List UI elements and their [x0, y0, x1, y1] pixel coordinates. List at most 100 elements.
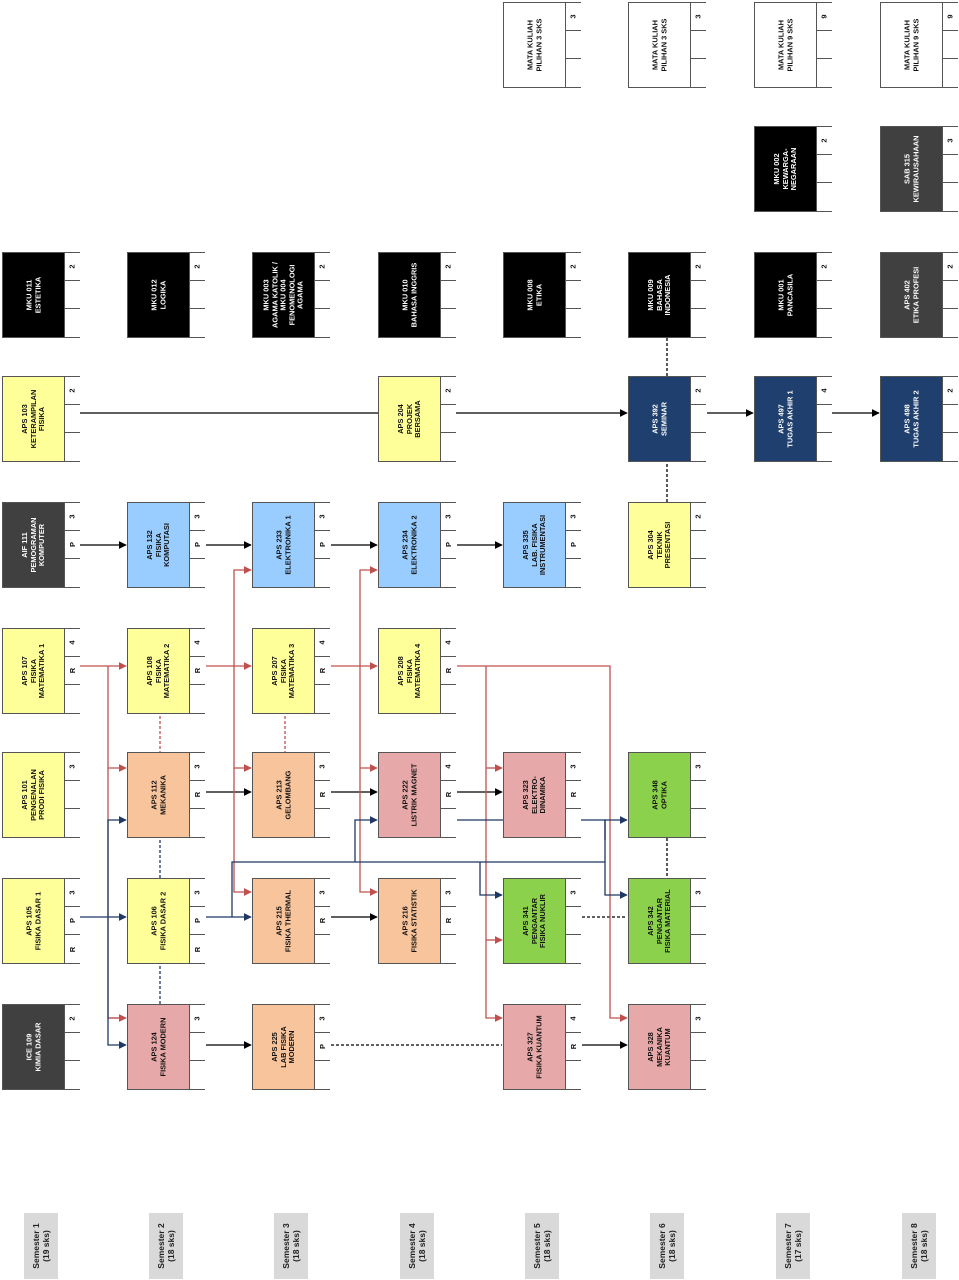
course-name-line: PRODI FISIKA	[36, 770, 46, 820]
course-info-column: 3	[189, 1005, 205, 1089]
course-code: APS 216	[399, 906, 409, 936]
sks-cell: 3	[190, 503, 205, 531]
course-code: APS 234	[399, 530, 409, 560]
sks-cell: 2	[943, 377, 958, 405]
semester-label-7: Semester 7(17 sks)	[776, 1213, 810, 1279]
course-code: APS 215	[273, 906, 283, 936]
semester-label-3: Semester 3(18 sks)	[274, 1213, 308, 1279]
course-info-column: 3	[690, 3, 706, 87]
course-name-line: FISIKA THERMAL	[282, 889, 292, 953]
sks-cell-value: 2	[819, 138, 829, 143]
sks-cell: 2	[691, 253, 706, 281]
course-code: APS 498	[901, 404, 911, 434]
type-cell-2-value: R	[67, 946, 77, 952]
type-cell-value: P	[317, 1043, 327, 1050]
sks-cell-value: 2	[67, 264, 77, 269]
semester-label-5: Semester 5(18 sks)	[525, 1213, 559, 1279]
type-cell-2	[817, 309, 832, 337]
semester-sks: (18 sks)	[667, 1230, 677, 1262]
sks-cell-value: 3	[568, 514, 578, 519]
type-cell-value: R	[317, 667, 327, 674]
course-name-line: LOGIKA	[157, 280, 167, 310]
semester-label-4: Semester 4(18 sks)	[400, 1213, 434, 1279]
course-code: APS 233	[273, 530, 283, 560]
sks-cell-value: 3	[67, 514, 77, 519]
type-cell-2	[691, 309, 706, 337]
type-cell-2	[315, 1061, 330, 1089]
course-code: MKU 002	[771, 153, 781, 185]
course-code: APS 112	[148, 780, 158, 810]
course-name-line: MATEMATIKA 2	[161, 643, 171, 699]
course-info-column: 3	[565, 879, 581, 963]
type-cell	[691, 281, 706, 309]
type-cell-2	[441, 809, 456, 837]
type-cell-2	[817, 59, 832, 87]
sks-cell: 3	[943, 127, 958, 155]
course-info-column: 9	[942, 3, 958, 87]
sks-cell: 2	[65, 1005, 80, 1033]
sks-cell-value: 3	[945, 138, 955, 143]
course-name-line: LISTRIK MAGNET	[408, 763, 418, 827]
course-code: APS 222	[399, 780, 409, 810]
course-code: APS 213	[273, 780, 283, 810]
course-name-line: SEMINAR	[658, 401, 668, 437]
sks-cell: 2	[691, 377, 706, 405]
type-cell: P	[566, 531, 581, 559]
semester-sks: (18 sks)	[291, 1230, 301, 1262]
type-cell-value: R	[67, 667, 77, 674]
sks-cell: 3	[441, 879, 456, 907]
type-cell	[566, 907, 581, 935]
type-cell	[441, 281, 456, 309]
course-info-column: 2	[440, 253, 456, 337]
type-cell-2	[441, 685, 456, 713]
type-cell	[190, 281, 205, 309]
type-cell	[817, 405, 832, 433]
sks-cell-value: 3	[317, 890, 327, 895]
course-info-column: 2	[189, 253, 205, 337]
sks-cell-value: 3	[67, 890, 77, 895]
semester-sks: (18 sks)	[166, 1230, 176, 1262]
type-cell	[691, 405, 706, 433]
sks-cell-value: 2	[192, 264, 202, 269]
sks-cell: 9	[943, 3, 958, 31]
semester-name: Semester 5	[532, 1223, 542, 1269]
type-cell-2	[315, 685, 330, 713]
